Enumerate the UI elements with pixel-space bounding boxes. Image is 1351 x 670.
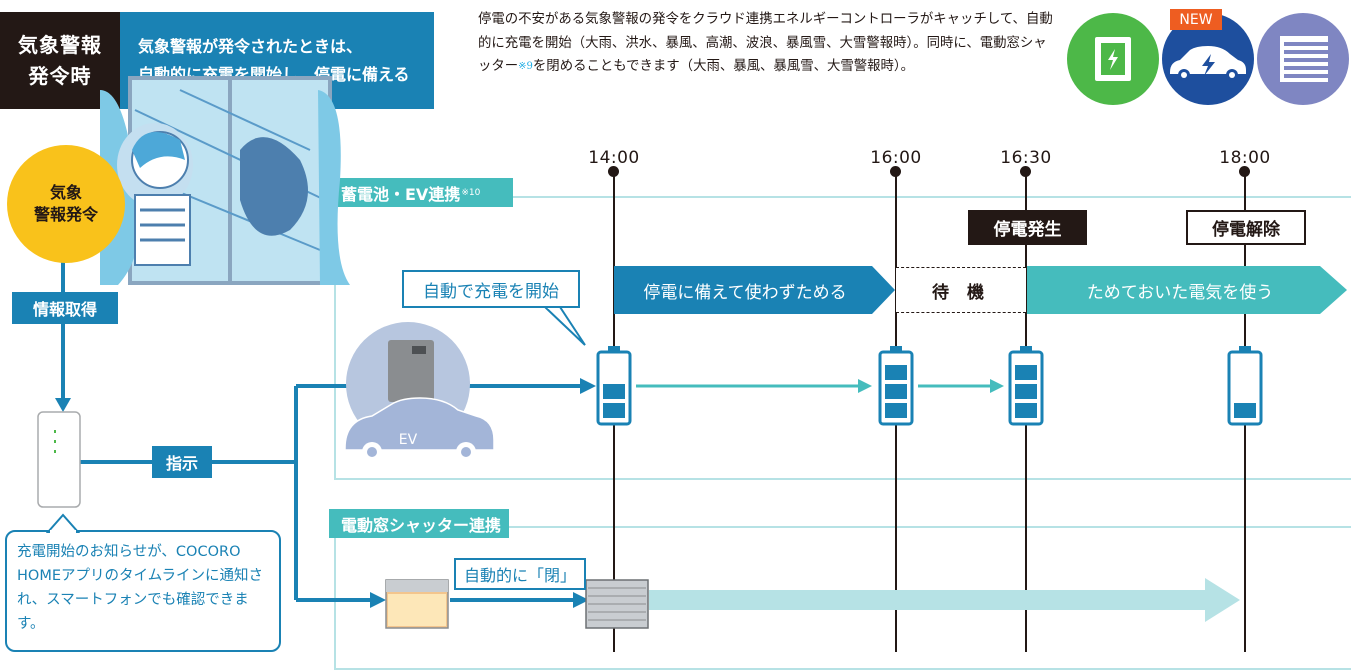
feature-icons bbox=[1067, 13, 1349, 105]
description-part1: 停電の不安がある気象警報の発令をクラウド連携エネルギーコントローラがキャッチして… bbox=[478, 12, 1053, 74]
battery-cell bbox=[603, 403, 625, 418]
time-label: 16:00 bbox=[870, 148, 922, 168]
time-label: 14:00 bbox=[588, 148, 640, 168]
battery-icon bbox=[1227, 346, 1263, 426]
battery-cell bbox=[885, 403, 907, 418]
badge-line2: 発令時 bbox=[28, 63, 92, 88]
alert-line2: 警報発令 bbox=[33, 205, 98, 224]
info-flow-arrowhead bbox=[55, 398, 71, 412]
shutter-flow-arrowhead bbox=[370, 592, 386, 608]
shutter-closed-arrow bbox=[649, 578, 1240, 622]
ev-charging-icon bbox=[1162, 13, 1254, 105]
timeline-dot bbox=[890, 166, 901, 177]
auto-close-callout: 自動的に「閉」 bbox=[454, 558, 586, 590]
outage-start-label: 停電発生 bbox=[968, 210, 1087, 245]
save-arrow-label: 停電に備えて使わずためる bbox=[643, 282, 847, 303]
description: 停電の不安がある気象警報の発令をクラウド連携エネルギーコントローラがキャッチして… bbox=[478, 8, 1058, 79]
battery-flow-arrowhead bbox=[580, 378, 596, 394]
new-tag: NEW bbox=[1170, 9, 1222, 30]
save-arrow bbox=[614, 266, 895, 314]
info-acquire-label: 情報取得 bbox=[12, 292, 118, 324]
shutter-icon bbox=[1257, 13, 1349, 105]
weather-alert-circle: 気象 警報発令 bbox=[7, 145, 125, 263]
time-label: 18:00 bbox=[1219, 148, 1271, 168]
battery-cell bbox=[885, 365, 907, 380]
battery-tag-text: 蓄電池・EV連携 bbox=[341, 184, 461, 204]
note-pointer bbox=[46, 513, 80, 533]
charge-arrowhead bbox=[858, 379, 872, 393]
storm-window-illustration bbox=[100, 76, 350, 285]
ev-car bbox=[344, 397, 495, 451]
battery-icon bbox=[878, 346, 914, 426]
time-label: 16:30 bbox=[1000, 148, 1052, 168]
battery-cell bbox=[885, 384, 907, 399]
timeline-dot bbox=[1020, 166, 1031, 177]
use-arrow bbox=[1027, 266, 1347, 314]
shutter-section-tag: 電動窓シャッター連携 bbox=[329, 509, 509, 538]
battery-cell bbox=[1234, 403, 1256, 418]
auto-charge-callout: 自動で充電を開始 bbox=[402, 270, 580, 308]
timeline-dot bbox=[1239, 166, 1250, 177]
battery-cell bbox=[1015, 365, 1037, 380]
ev-label: EV bbox=[398, 432, 418, 448]
description-part2: を閉めることもできます（大雨、暴風、暴風雪、大雪警報時）。 bbox=[532, 59, 915, 74]
battery-cell bbox=[1015, 384, 1037, 399]
instruction-label: 指示 bbox=[152, 446, 212, 478]
battery-cell bbox=[1015, 403, 1037, 418]
outage-end-label: 停電解除 bbox=[1186, 210, 1306, 245]
standby-label: 待 機 bbox=[896, 267, 1026, 313]
description-note: ※9 bbox=[518, 61, 533, 72]
alert-line1: 気象 bbox=[49, 183, 82, 203]
battery-icons bbox=[596, 346, 1263, 426]
battery-icon bbox=[1008, 346, 1044, 426]
badge-line1: 気象警報 bbox=[18, 32, 102, 57]
battery-icon bbox=[596, 346, 632, 426]
storage-battery-unit bbox=[388, 340, 434, 402]
subtitle-line1: 気象警報が発令されたときは、 bbox=[138, 36, 363, 56]
battery-panel bbox=[334, 196, 1351, 480]
battery-section-tag: 蓄電池・EV連携※10 bbox=[329, 178, 513, 207]
router-device bbox=[37, 411, 81, 508]
timeline-dot bbox=[608, 166, 619, 177]
shutter-close-arrowhead bbox=[573, 592, 589, 608]
callout-pointer bbox=[542, 306, 586, 346]
charge-arrowhead bbox=[990, 379, 1004, 393]
battery-tag-note: ※10 bbox=[461, 187, 481, 198]
use-arrow-label: ためておいた電気を使う bbox=[1086, 282, 1274, 303]
notification-note: 充電開始のお知らせが、COCORO HOMEアプリのタイムラインに通知され、スマ… bbox=[5, 530, 281, 652]
power-storage-icon bbox=[1067, 13, 1159, 105]
alert-badge: 気象警報 発令時 bbox=[0, 12, 120, 109]
battery-cell bbox=[603, 384, 625, 399]
